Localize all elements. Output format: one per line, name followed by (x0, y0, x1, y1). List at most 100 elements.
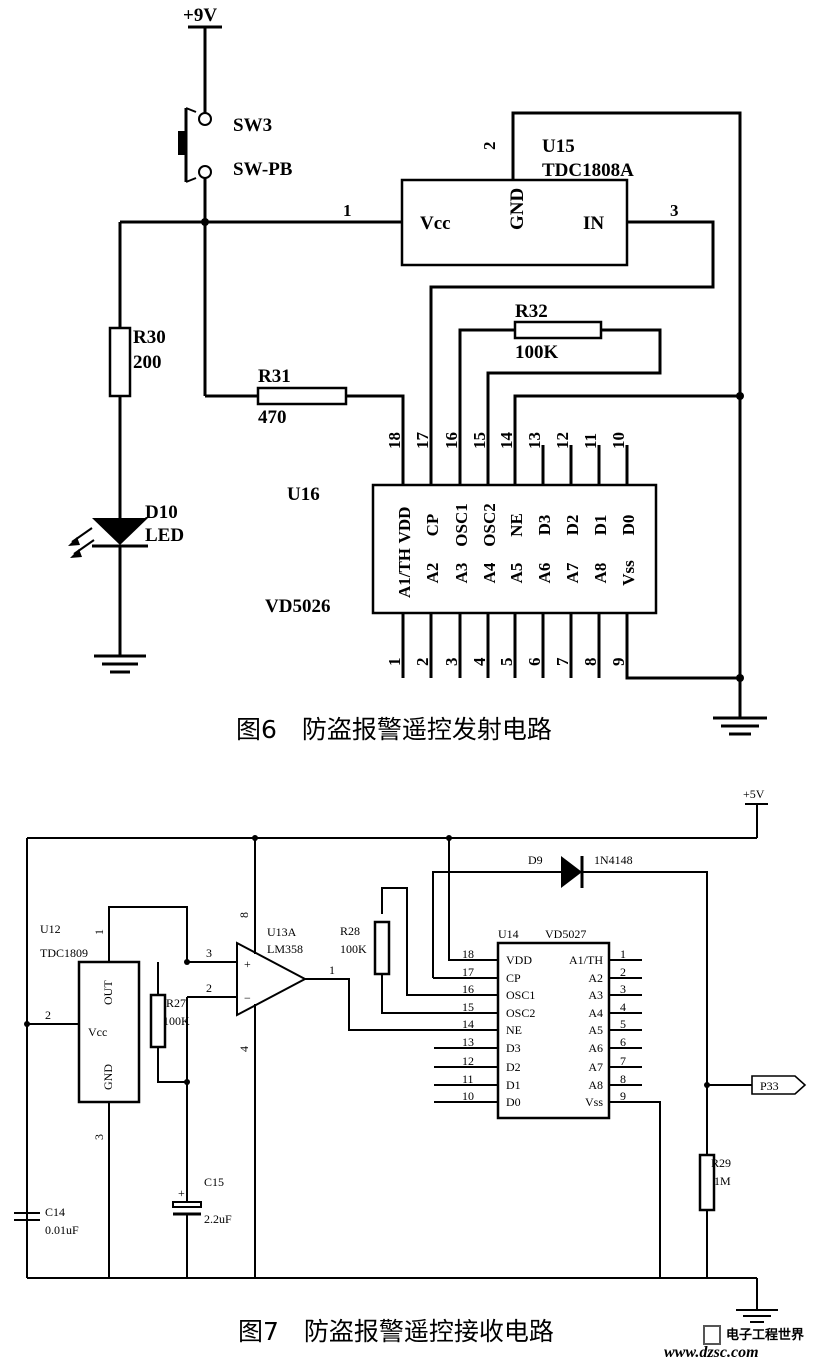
vcc9-label: +9V (183, 5, 217, 26)
u14-right-pin-label: A8 (588, 1078, 603, 1092)
d10-ref: D10 (145, 502, 178, 523)
wire-r32-osc2 (486, 328, 662, 445)
watermark-url: www.dzsc.com (664, 1344, 759, 1361)
u16-top-pin-label: OSC2 (480, 503, 499, 546)
u16-top-pin-label: D2 (563, 515, 582, 536)
u14-left-pin-num: 13 (462, 1035, 474, 1049)
r30-val: 200 (133, 352, 162, 373)
u15-pin1-num: 1 (343, 201, 352, 220)
u14-right-pin-label: A3 (588, 988, 603, 1002)
c15-val: 2.2uF (204, 1212, 232, 1226)
r30-ref: R30 (133, 327, 166, 348)
wire-ne-rail (513, 394, 740, 445)
u13-pin4-num: 4 (237, 1046, 251, 1052)
u16-bottom-pin-num: 6 (525, 658, 544, 667)
watermark-cn: 电子工程世界 (726, 1327, 804, 1343)
wire-op-out-ne (305, 978, 448, 1031)
d10-led (68, 518, 148, 558)
u14-right-pin-num: 1 (620, 947, 626, 961)
u16-top-pins: 18VDD17CP16OSC115OSC214NE13D312D211D110D… (385, 432, 638, 547)
wire-osc1-r32 (458, 328, 515, 445)
u14-ref: U14 (498, 927, 519, 941)
sw3-tick-a (185, 107, 197, 113)
r28-val: 100K (340, 942, 367, 956)
wire-r27-bottom (157, 1047, 187, 1083)
u13-pin3-num: 3 (206, 946, 212, 960)
u15-ref: U15 (542, 136, 575, 157)
u14-right-pin-num: 6 (620, 1035, 626, 1049)
figure6-caption: 图6 防盗报警遥控发射电路 (236, 715, 552, 744)
vcc5-label: +5V (743, 787, 765, 801)
r29-val: 1M (714, 1174, 731, 1188)
u14-right-pin-label: Vss (585, 1095, 603, 1109)
u14-right-pin-label: A1/TH (569, 953, 603, 967)
r32-resistor (513, 320, 603, 340)
u13-pin1-num: 1 (329, 963, 335, 977)
figure7-caption: 图7 防盗报警遥控接收电路 (238, 1317, 554, 1346)
r31-ref: R31 (258, 366, 291, 387)
u12-part: TDC1809 (40, 946, 88, 960)
u14-left-pin-label: NE (506, 1023, 522, 1037)
sw3-switch (178, 107, 212, 183)
junction-rail-ne (736, 392, 744, 400)
u12-out-pin: OUT (101, 980, 115, 1005)
u16-top-pin-num: 15 (470, 432, 489, 449)
u14-right-pin-num: 2 (620, 965, 626, 979)
d9-part: 1N4148 (594, 853, 633, 867)
u15-pin3-num: 3 (670, 201, 679, 220)
r27-val: 100K (163, 1014, 190, 1028)
u14-right-pin-label: A5 (588, 1023, 603, 1037)
u16-top-pin-label: NE (507, 513, 526, 537)
u16-bottom-pin-label: A3 (452, 563, 471, 584)
u16-bottom-pin-num: 8 (581, 658, 600, 667)
u13-ref: U13A (267, 925, 297, 939)
u12-pin3-num: 3 (92, 1134, 106, 1140)
u16-bottom-pin-num: 3 (442, 658, 461, 667)
r29-ref: R29 (711, 1156, 731, 1170)
figure6: +9V SW3 SW-PB 1 Vcc GND IN U15 TDC1808A … (68, 5, 767, 744)
u13-opamp (236, 941, 308, 1017)
r32-ref: R32 (515, 301, 548, 322)
u14-right-pin-label: A4 (588, 1006, 603, 1020)
c15-ref: C15 (204, 1175, 224, 1189)
d10-val: LED (145, 525, 184, 546)
d10-arrowhead-a (68, 537, 80, 546)
d9-ref: D9 (528, 853, 543, 867)
r27-ref: R27 (166, 996, 186, 1010)
u16-top-pin-num: 14 (497, 432, 516, 450)
u14-left-pin-num: 10 (462, 1089, 474, 1103)
u14-left-pin-num: 14 (462, 1017, 474, 1031)
u16-part: VD5026 (265, 596, 330, 617)
c14-ref: C14 (45, 1205, 65, 1219)
u14-left-pin-label: D2 (506, 1060, 521, 1074)
u14-left-pin-num: 11 (462, 1072, 474, 1086)
u14-right-pin-num: 3 (620, 982, 626, 996)
sw3-contact-top (198, 112, 212, 126)
wire-r31-vdd (346, 394, 405, 445)
u13-pin8-num: 8 (237, 912, 251, 918)
u14-right-pin-num: 8 (620, 1072, 626, 1086)
u14-left-pin-num: 16 (462, 982, 474, 996)
port-p33 (751, 1075, 807, 1095)
wire-d9-out (582, 871, 708, 1085)
u16-top-pin-label: OSC1 (452, 503, 471, 546)
u12-ref: U12 (40, 922, 61, 936)
u14-left-pin-label: VDD (506, 953, 532, 967)
u16-top-pin-num: 12 (553, 432, 572, 449)
u15-body (400, 178, 629, 267)
port-p33-label: P33 (760, 1079, 779, 1093)
u16-bottom-pin-num: 9 (609, 658, 628, 667)
u14-left-pin-label: D0 (506, 1095, 521, 1109)
u16-bottom-pin-label: A1/TH (395, 548, 414, 598)
r30-resistor (108, 326, 132, 398)
wire-cp-d9 (432, 871, 561, 978)
wire-vss-gnd (625, 652, 740, 680)
wire-u12-out (108, 906, 255, 963)
u16-top-pin-label: CP (423, 514, 442, 537)
u14-right-pin-num: 5 (620, 1017, 626, 1031)
sw3-type: SW-PB (233, 159, 293, 180)
u16-body (371, 483, 658, 615)
u16-top-pin-num: 13 (525, 432, 544, 449)
